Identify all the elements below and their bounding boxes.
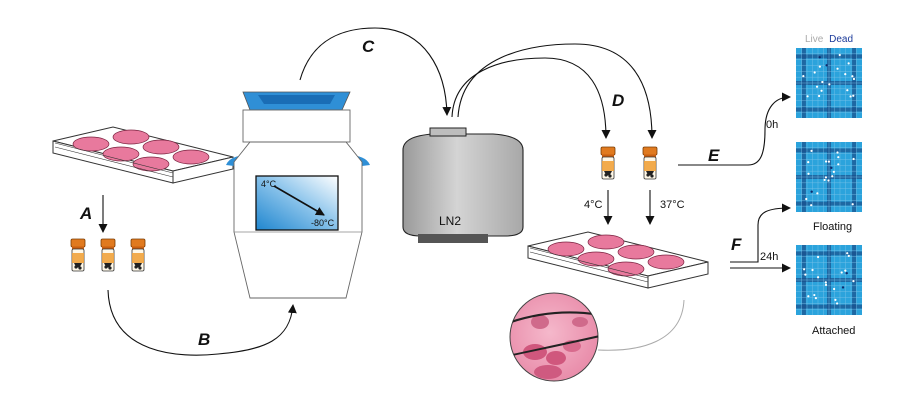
step-label-e: E bbox=[708, 146, 720, 165]
cryovial-icon bbox=[70, 238, 86, 272]
culture-plate-right bbox=[527, 231, 709, 289]
arrow-f-floating bbox=[730, 203, 791, 263]
cryovial-icon bbox=[600, 146, 616, 180]
time-label-24h: 24h bbox=[760, 251, 778, 263]
step-label-f: F bbox=[731, 235, 742, 254]
hemocytometer-panel-0h bbox=[796, 48, 862, 118]
time-label-0h: 0h bbox=[766, 119, 778, 131]
cryovial-icon bbox=[130, 238, 146, 272]
freezer-start-temp: 4°C bbox=[261, 179, 277, 189]
step-label-d: D bbox=[612, 91, 624, 110]
arrow-d-left bbox=[451, 57, 611, 139]
panel-label-attached: Attached bbox=[812, 325, 855, 337]
cryovial-icon bbox=[642, 146, 658, 180]
cryovial-icon bbox=[100, 238, 116, 272]
arrow-c bbox=[299, 27, 452, 116]
panel-label-floating: Floating bbox=[813, 221, 852, 233]
step-label-c: C bbox=[362, 37, 375, 56]
culture-plate-left bbox=[52, 126, 234, 184]
thaw-temp-right: 37°C bbox=[660, 199, 685, 211]
stain-legend: Live Dead bbox=[805, 34, 853, 45]
arrow-d-right bbox=[457, 43, 657, 139]
tank-label: LN2 bbox=[439, 214, 461, 228]
hemocytometer-panel-floating bbox=[796, 142, 862, 212]
cryovials-group bbox=[70, 238, 146, 272]
step-label-b: B bbox=[198, 330, 210, 349]
micrograph-connector bbox=[597, 299, 685, 351]
cell-micrograph-circle bbox=[509, 292, 599, 382]
hemocytometer-panel-attached bbox=[796, 245, 862, 315]
arrow-e bbox=[678, 92, 791, 166]
thaw-temp-left: 4°C bbox=[584, 199, 603, 211]
arrow-b bbox=[107, 289, 297, 356]
liquid-nitrogen-tank bbox=[402, 127, 524, 243]
legend-live: Live bbox=[805, 34, 824, 45]
freezer-end-temp: -80°C bbox=[311, 218, 335, 228]
legend-dead: Dead bbox=[829, 34, 853, 45]
step-label-a: A bbox=[79, 204, 92, 223]
controlled-rate-freezer bbox=[226, 91, 370, 299]
